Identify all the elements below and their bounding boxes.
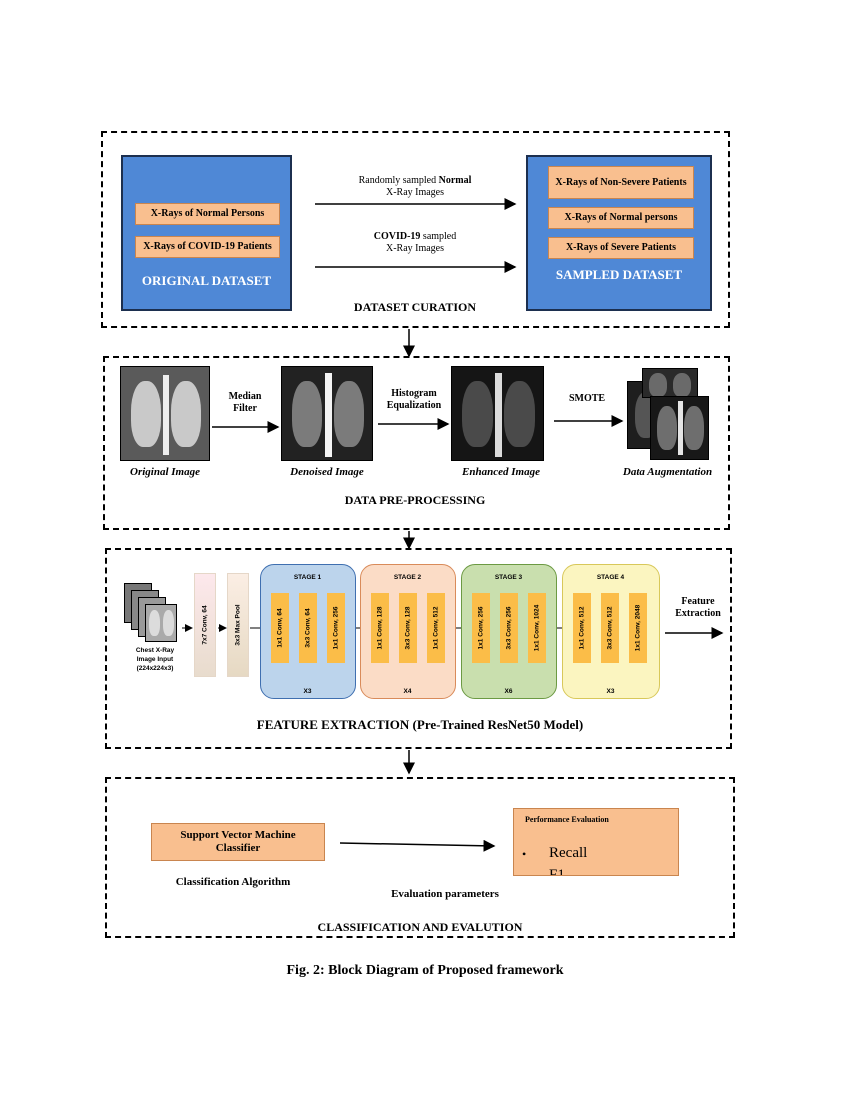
stage-4-name: STAGE 4 xyxy=(596,574,625,581)
xray-original-image xyxy=(120,366,210,461)
sampled-dataset-box: X-Rays of Non-Severe Patients X-Rays of … xyxy=(526,155,712,311)
metric-cut: F1 xyxy=(549,867,565,876)
dataset-curation-section xyxy=(101,131,730,328)
preprocessing-section xyxy=(103,356,730,530)
stage-4-block: STAGE 4 1x1 Conv, 512 3x3 Conv, 512 1x1 … xyxy=(562,564,660,699)
performance-evaluation-box: Performance Evaluation • Recall F1 xyxy=(513,808,679,876)
arrow1-label: Randomly sampled Normal X-Ray Images xyxy=(330,175,500,199)
stage-3-conv-3: 1x1 Conv, 1024 xyxy=(528,593,546,663)
arrow2-label-post: sampled xyxy=(420,231,457,242)
sampled-dataset-title: SAMPLED DATASET xyxy=(555,267,683,282)
step-smote: SMOTE xyxy=(568,393,606,404)
svm-classifier-box: Support Vector Machine Classifier xyxy=(151,823,325,861)
metric-bullet: • xyxy=(522,847,527,861)
original-item-covid: X-Rays of COVID-19 Patients xyxy=(135,236,280,258)
stage-1-conv-1: 1x1 Conv, 64 xyxy=(271,593,289,663)
stage-1-block: STAGE 1 1x1 Conv, 64 3x3 Conv, 64 1x1 Co… xyxy=(260,564,356,699)
xray-denoised-image xyxy=(281,366,373,461)
stage-4-repeat: X3 xyxy=(606,688,615,695)
stage-3-block: STAGE 3 1x1 Conv, 256 3x3 Conv, 256 1x1 … xyxy=(461,564,557,699)
stage-4-conv-1: 1x1 Conv, 512 xyxy=(573,593,591,663)
stage-2-name: STAGE 2 xyxy=(393,574,422,581)
stage-1-conv-2: 3x3 Conv, 64 xyxy=(299,593,317,663)
original-dataset-title: ORIGINAL DATASET xyxy=(141,273,272,288)
original-item-normal: X-Rays of Normal Persons xyxy=(135,203,280,225)
feature-extraction-section xyxy=(105,548,732,749)
classification-title: CLASSIFICATION AND EVALUTION xyxy=(317,920,523,934)
arrow1-label-pre: Randomly sampled xyxy=(358,175,439,186)
stage-1-repeat: X3 xyxy=(303,688,312,695)
arrow1-label-line2: X-Ray Images xyxy=(385,187,445,198)
step-histogram-equalization: Histogram Equalization xyxy=(386,388,442,411)
stage-2-conv-1: 1x1 Conv, 128 xyxy=(371,593,389,663)
classification-section xyxy=(105,777,735,938)
sampled-item-severe: X-Rays of Severe Patients xyxy=(548,237,694,259)
feature-extraction-title: FEATURE EXTRACTION (Pre-Trained ResNet50… xyxy=(256,717,584,732)
arrow2-label-bold: COVID-19 xyxy=(373,231,421,242)
stage-3-conv-1: 1x1 Conv, 256 xyxy=(472,593,490,663)
xray-augmented-front xyxy=(650,396,709,460)
layer-7x7-conv: 7x7 Conv, 64 xyxy=(194,573,216,677)
sampled-item-normal: X-Rays of Normal persons xyxy=(548,207,694,229)
arrow2-label-line2: X-Ray Images xyxy=(385,243,445,254)
figure-caption: Fig. 2: Block Diagram of Proposed framew… xyxy=(286,963,564,978)
input-xray-4 xyxy=(145,604,177,642)
xray-enhanced-image xyxy=(451,366,544,461)
evaluation-caption: Evaluation parameters xyxy=(391,888,499,900)
caption-original-image: Original Image xyxy=(130,466,200,478)
curation-title: DATASET CURATION xyxy=(353,300,477,314)
caption-denoised-image: Denoised Image xyxy=(290,466,364,478)
sampled-item-nonsevere: X-Rays of Non-Severe Patients xyxy=(548,166,694,199)
input-label: Chest X-Ray Image Input (224x224x3) xyxy=(135,647,175,672)
feature-output-label: Feature Extraction xyxy=(675,596,721,619)
performance-title: Performance Evaluation xyxy=(525,815,609,824)
stage-2-conv-2: 3x3 Conv, 128 xyxy=(399,593,417,663)
stage-2-repeat: X4 xyxy=(403,688,412,695)
stage-1-name: STAGE 1 xyxy=(293,574,322,581)
arrow-classifier-to-evaluation xyxy=(339,839,496,852)
layer-3x3-max-pool: 3x3 Max Pool xyxy=(227,573,249,677)
preprocessing-title: DATA PRE-PROCESSING xyxy=(344,493,486,507)
stage-2-conv-3: 1x1 Conv, 512 xyxy=(427,593,445,663)
stage-3-repeat: X6 xyxy=(504,688,513,695)
caption-enhanced-image: Enhanced Image xyxy=(462,466,540,478)
stage-1-conv-3: 1x1 Conv, 256 xyxy=(327,593,345,663)
arrow2-label: COVID-19 sampled X-Ray Images xyxy=(330,231,500,255)
step-median-filter: Median Filter xyxy=(228,391,262,414)
stage-3-name: STAGE 3 xyxy=(494,574,523,581)
arrow1-label-bold: Normal xyxy=(438,175,472,186)
stage-4-conv-2: 3x3 Conv, 512 xyxy=(601,593,619,663)
stage-4-conv-3: 1x1 Conv, 2048 xyxy=(629,593,647,663)
classifier-caption: Classification Algorithm xyxy=(175,876,291,888)
caption-data-augmentation: Data Augmentation xyxy=(622,466,713,478)
stage-3-conv-2: 3x3 Conv, 256 xyxy=(500,593,518,663)
stage-2-block: STAGE 2 1x1 Conv, 128 3x3 Conv, 128 1x1 … xyxy=(360,564,456,699)
xray-augmented-middle xyxy=(642,368,698,398)
metric-recall: Recall xyxy=(549,845,588,861)
original-dataset-box: X-Rays of Normal Persons X-Rays of COVID… xyxy=(121,155,292,311)
